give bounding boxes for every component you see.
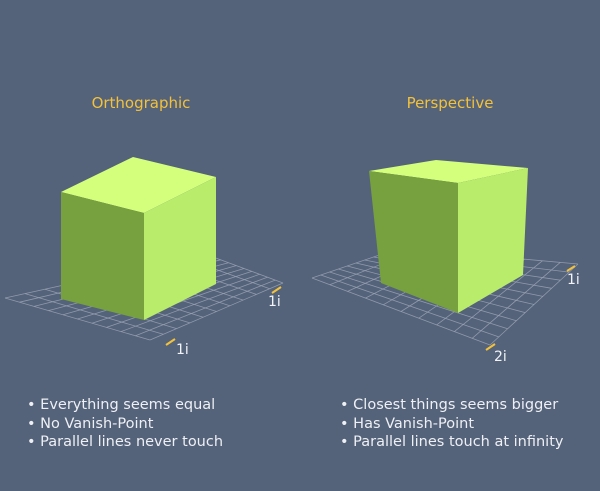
persp-axis-label-right: 1i bbox=[567, 272, 580, 288]
ortho-axis-label-right: 1i bbox=[268, 294, 281, 310]
ortho-cube-front-face bbox=[61, 192, 144, 320]
persp-cube bbox=[369, 160, 528, 313]
grid-line bbox=[329, 271, 508, 330]
grid-line bbox=[149, 282, 284, 341]
ortho-cube bbox=[61, 157, 216, 320]
grid-line bbox=[489, 263, 579, 346]
grid-line bbox=[120, 276, 268, 332]
persp-cube-front-face bbox=[369, 171, 458, 313]
orthographic-heading: Orthographic bbox=[91, 94, 191, 112]
list-item: No Vanish-Point bbox=[27, 415, 223, 434]
persp-axis-label-front: 2i bbox=[494, 349, 507, 365]
orthographic-bullet-list: Everything seems equal No Vanish-Point P… bbox=[27, 396, 223, 452]
persp-axis-marker-right bbox=[566, 265, 576, 272]
ortho-axis-marker-front bbox=[165, 338, 176, 346]
grid-line bbox=[471, 262, 561, 339]
ortho-axis-marker-right bbox=[271, 286, 282, 294]
ortho-axis-label-front: 1i bbox=[176, 342, 189, 358]
ortho-cube-side-face bbox=[144, 177, 216, 320]
list-item: Everything seems equal bbox=[27, 396, 223, 415]
grid-line bbox=[24, 293, 164, 335]
grid-line bbox=[320, 274, 499, 338]
list-item: Has Vanish-Point bbox=[340, 415, 563, 434]
grid-line bbox=[4, 297, 151, 341]
grid-line bbox=[106, 273, 260, 328]
grid-line bbox=[135, 279, 276, 337]
persp-axis-marker-front bbox=[485, 343, 496, 351]
perspective-bullet-list: Closest things seems bigger Has Vanish-P… bbox=[340, 396, 563, 452]
list-item: Parallel lines never touch bbox=[27, 433, 223, 452]
grid-line bbox=[311, 277, 491, 346]
persp-cube-top-face bbox=[369, 160, 528, 183]
list-item: Parallel lines touch at infinity bbox=[340, 433, 563, 452]
perspective-heading: Perspective bbox=[406, 94, 494, 112]
list-item: Closest things seems bigger bbox=[340, 396, 563, 415]
persp-cube-side-face bbox=[458, 168, 528, 313]
ortho-cube-top-face bbox=[61, 157, 216, 213]
grid-line bbox=[454, 260, 543, 332]
